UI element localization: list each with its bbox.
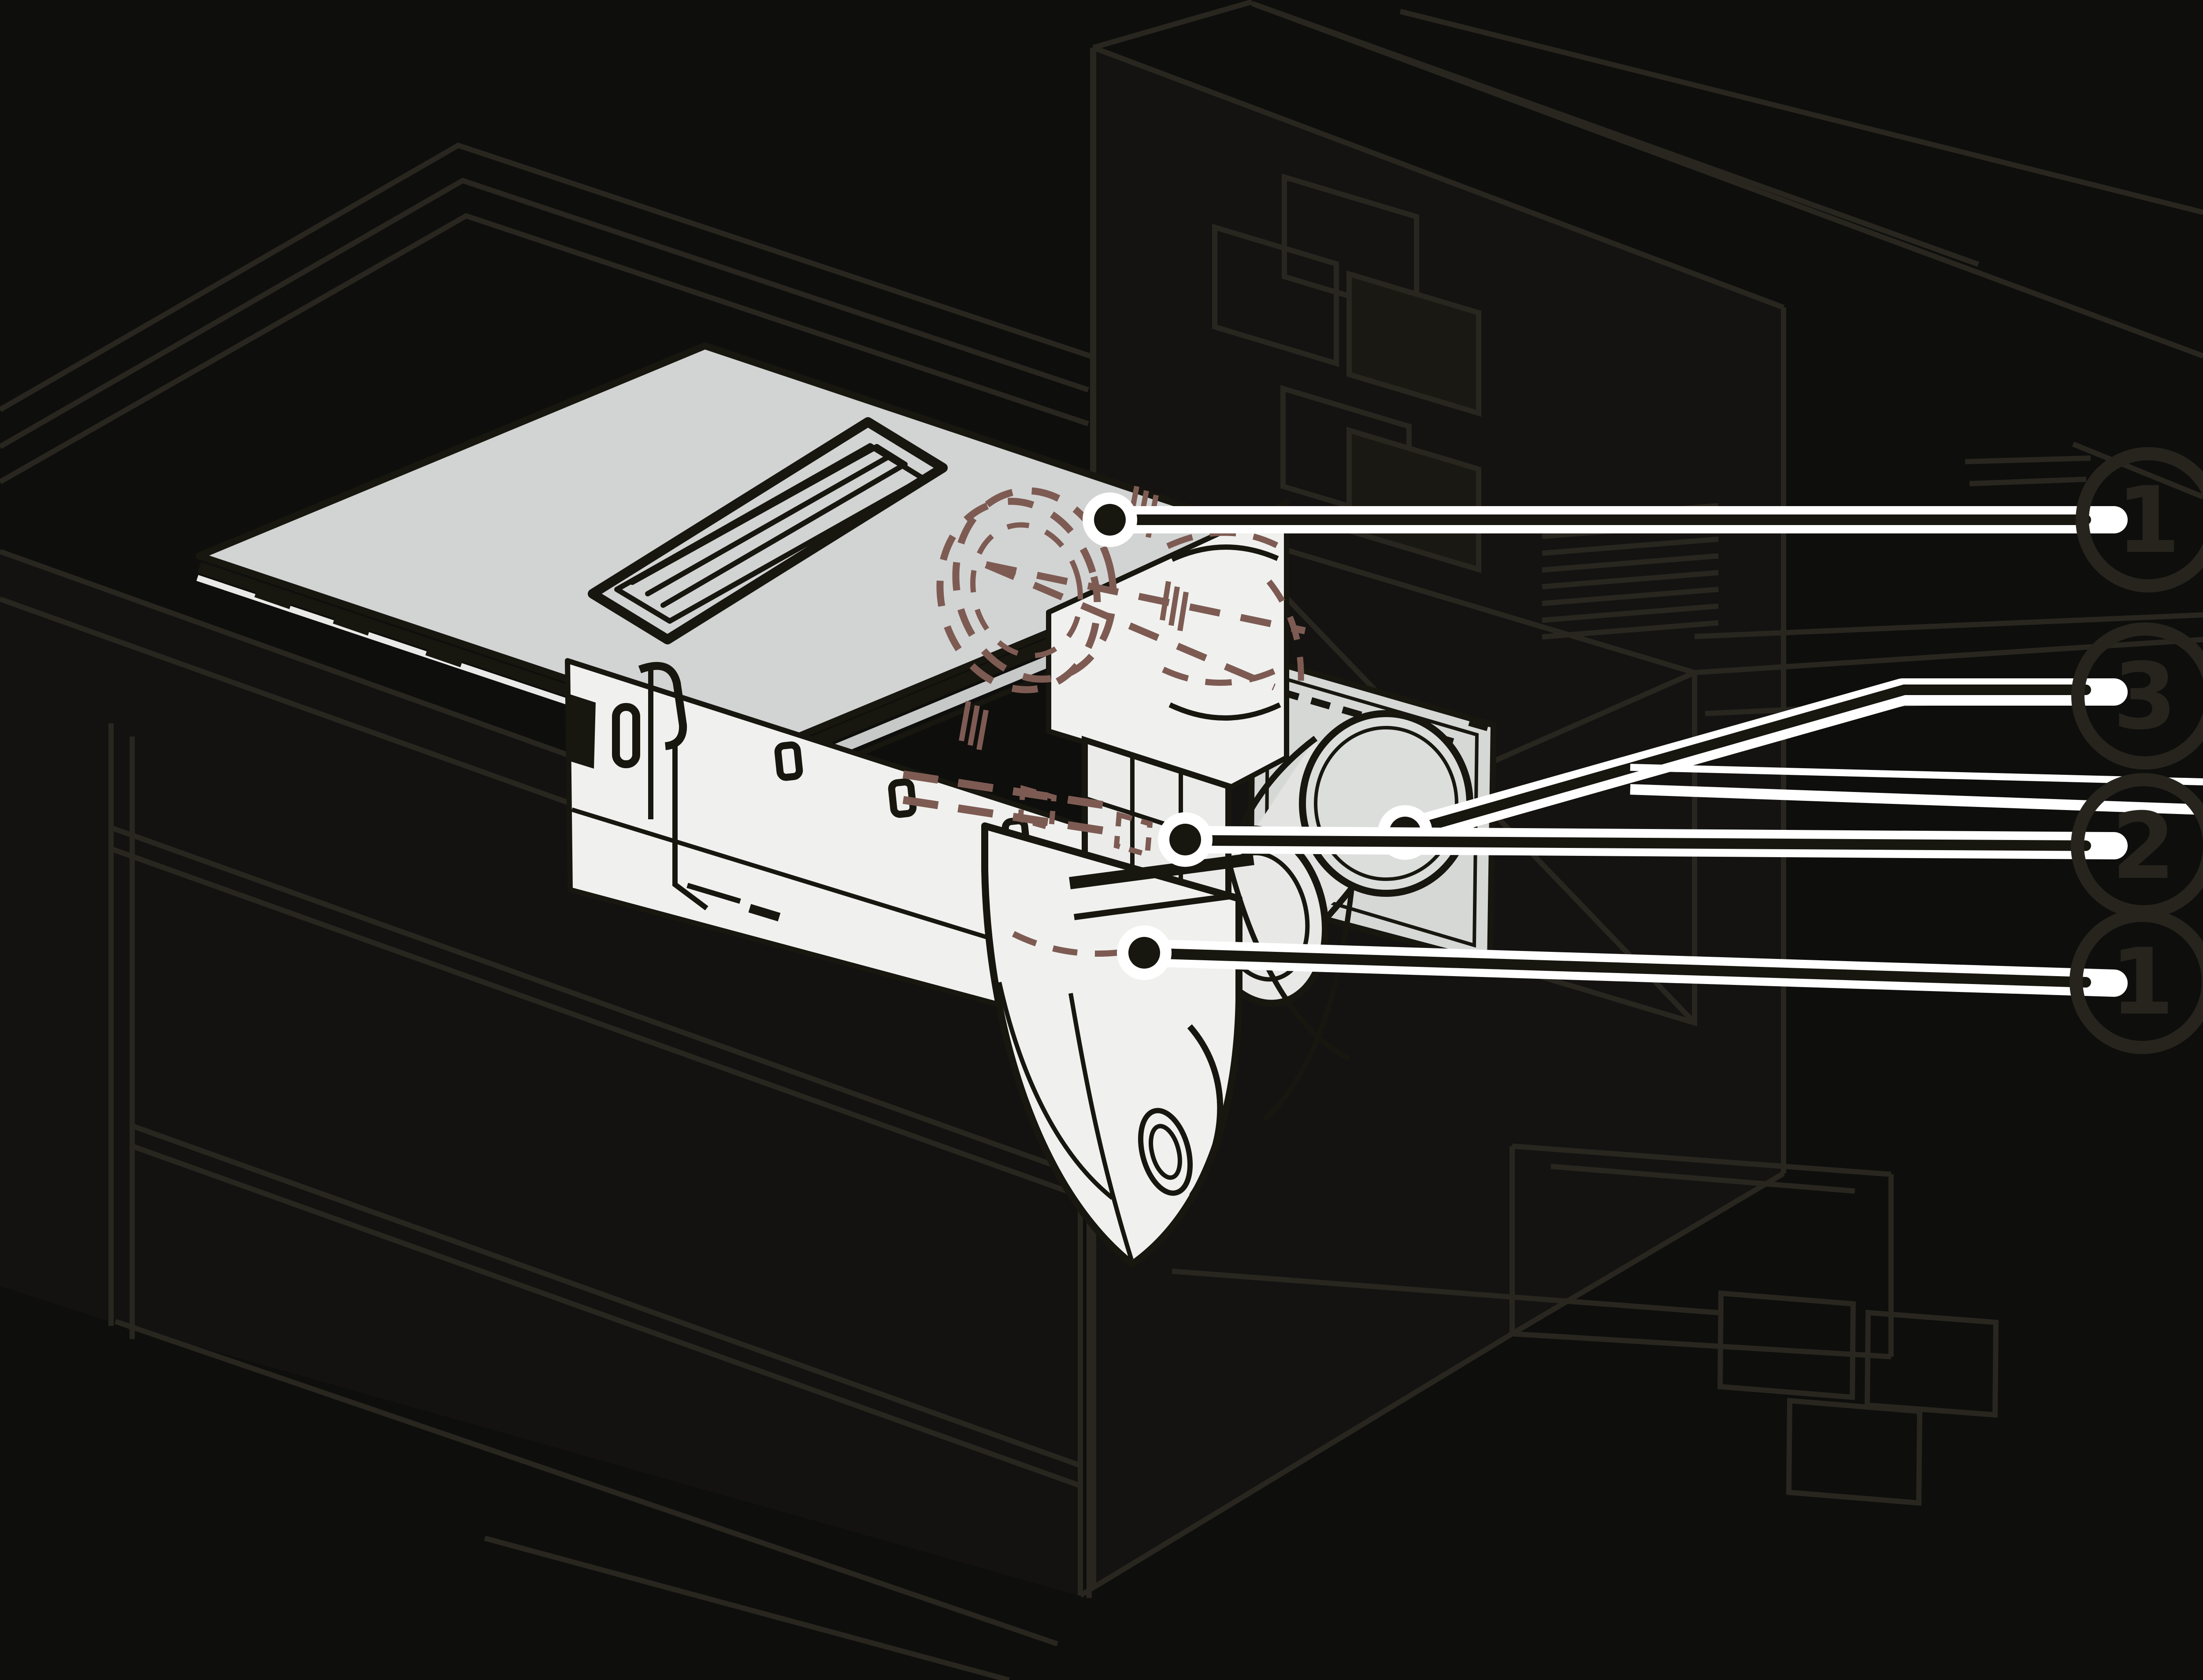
leader-1b-line (1158, 948, 2091, 988)
edge-fragment-line (1965, 455, 2091, 464)
wall-top-line-2 (1399, 9, 2203, 215)
callout-number: 2 (2112, 793, 2176, 900)
leader-1b-anchor-dot (1128, 937, 1160, 969)
drawer-gap-line (131, 1123, 1083, 1469)
phantom-arc-lower (1012, 931, 1128, 957)
blower-boot (981, 822, 1242, 1268)
grille-slat (660, 462, 908, 608)
housing-slot-mark (748, 904, 781, 921)
cone-lower-arc (1262, 888, 1354, 1122)
cutout-extension-line (1694, 612, 2203, 639)
counter-back-edge (0, 178, 1089, 449)
callouts: 1 3 2 1 (2069, 447, 2203, 1054)
phantom-ring-outer-2 (936, 498, 1101, 693)
plinth-shadow-line (1172, 1269, 1719, 1315)
floor-line (484, 1536, 1010, 1680)
leader-2-line (1198, 835, 2091, 851)
elbow-collar-arc (1168, 702, 1281, 721)
elbow-collar-arc (1171, 544, 1279, 562)
boot-outlet-inner (1149, 1124, 1182, 1180)
edge-fragment-line (2072, 441, 2203, 500)
wall-top-line (1251, 1, 2203, 359)
boot-outlet (1138, 1108, 1193, 1196)
leader-3-halo-fragment (1630, 784, 2203, 815)
leader-3-halo-fragment (1630, 764, 2203, 785)
housing-latch (612, 703, 640, 768)
tall-cabinet-top-edge (1092, 0, 1253, 50)
plinth-inner-line (1550, 1164, 1855, 1194)
grille-slat (630, 444, 879, 585)
drawer-gap-line (111, 847, 1083, 1199)
drawer-gap-line (131, 1143, 1083, 1489)
toe-kick-line (115, 1319, 1058, 1647)
tall-cabinet-top-front-edge (1092, 45, 1785, 310)
base-cabinet-front-face (0, 551, 1082, 1596)
phantom-strap (902, 796, 1111, 836)
grille-slat-end (874, 444, 908, 467)
wall-duct-opening (1299, 710, 1473, 897)
housing-clip (638, 662, 687, 750)
callout-ring (2076, 447, 2203, 592)
boot-hook-detail (1187, 1024, 1224, 1198)
brick-outline (1717, 1290, 1856, 1400)
leader-2-anchor-dot (1169, 824, 1201, 855)
phantom-chord (984, 561, 1276, 691)
housing-latch-block (568, 694, 596, 769)
phantom-strap (902, 770, 1111, 810)
phantom-ring-inner (970, 522, 1083, 659)
brick-outline (1786, 1398, 1923, 1506)
brick-outline (1864, 1310, 1999, 1418)
callout-ring (2069, 909, 2203, 1054)
phantom-ring-outer (952, 487, 1117, 683)
housing-slot (686, 883, 741, 904)
leader-1-anchor-dot (1094, 504, 1126, 536)
callout-number: 3 (2113, 644, 2177, 750)
boot-crease (1068, 993, 1134, 1261)
glass-edge-fittings (254, 585, 465, 667)
callout-1-top: 1 (2076, 447, 2203, 592)
cutout-extension-line (1694, 637, 2203, 675)
grille-slat (645, 453, 894, 596)
callout-1-bottom: 1 (2069, 909, 2203, 1054)
callout-2: 2 (2071, 773, 2203, 918)
phantom-chord (985, 561, 1306, 634)
boot-inner-arc (997, 981, 1114, 1200)
callout-number: 1 (2117, 467, 2181, 574)
boot-joint-band (1069, 853, 1254, 889)
downdraft-vent-grille (588, 417, 948, 644)
callout-ring (2071, 622, 2203, 770)
grille-outer-frame (588, 417, 948, 644)
phantom-arc (1266, 579, 1304, 688)
wall-duct-opening-inner (1314, 726, 1458, 881)
edge-fragment-line (1969, 477, 2087, 486)
callout-number: 1 (2110, 929, 2174, 1036)
boot-joint-band-2 (1074, 893, 1230, 920)
leader-lines (1083, 492, 2203, 997)
tall-cabinet-bottom-edge (1510, 1171, 1785, 1336)
drawer-gap-line (111, 825, 1083, 1178)
plinth-top-line (1512, 1143, 1891, 1177)
housing-step-edge (672, 744, 708, 910)
counter-back-edge-outer (0, 142, 1094, 412)
leader-3-line (1418, 685, 2091, 833)
callout-3: 3 (2071, 622, 2203, 770)
phantom-arc (1162, 666, 1279, 686)
duct-elbow (981, 500, 1289, 1268)
counter-back-edge-inner (0, 213, 1089, 485)
